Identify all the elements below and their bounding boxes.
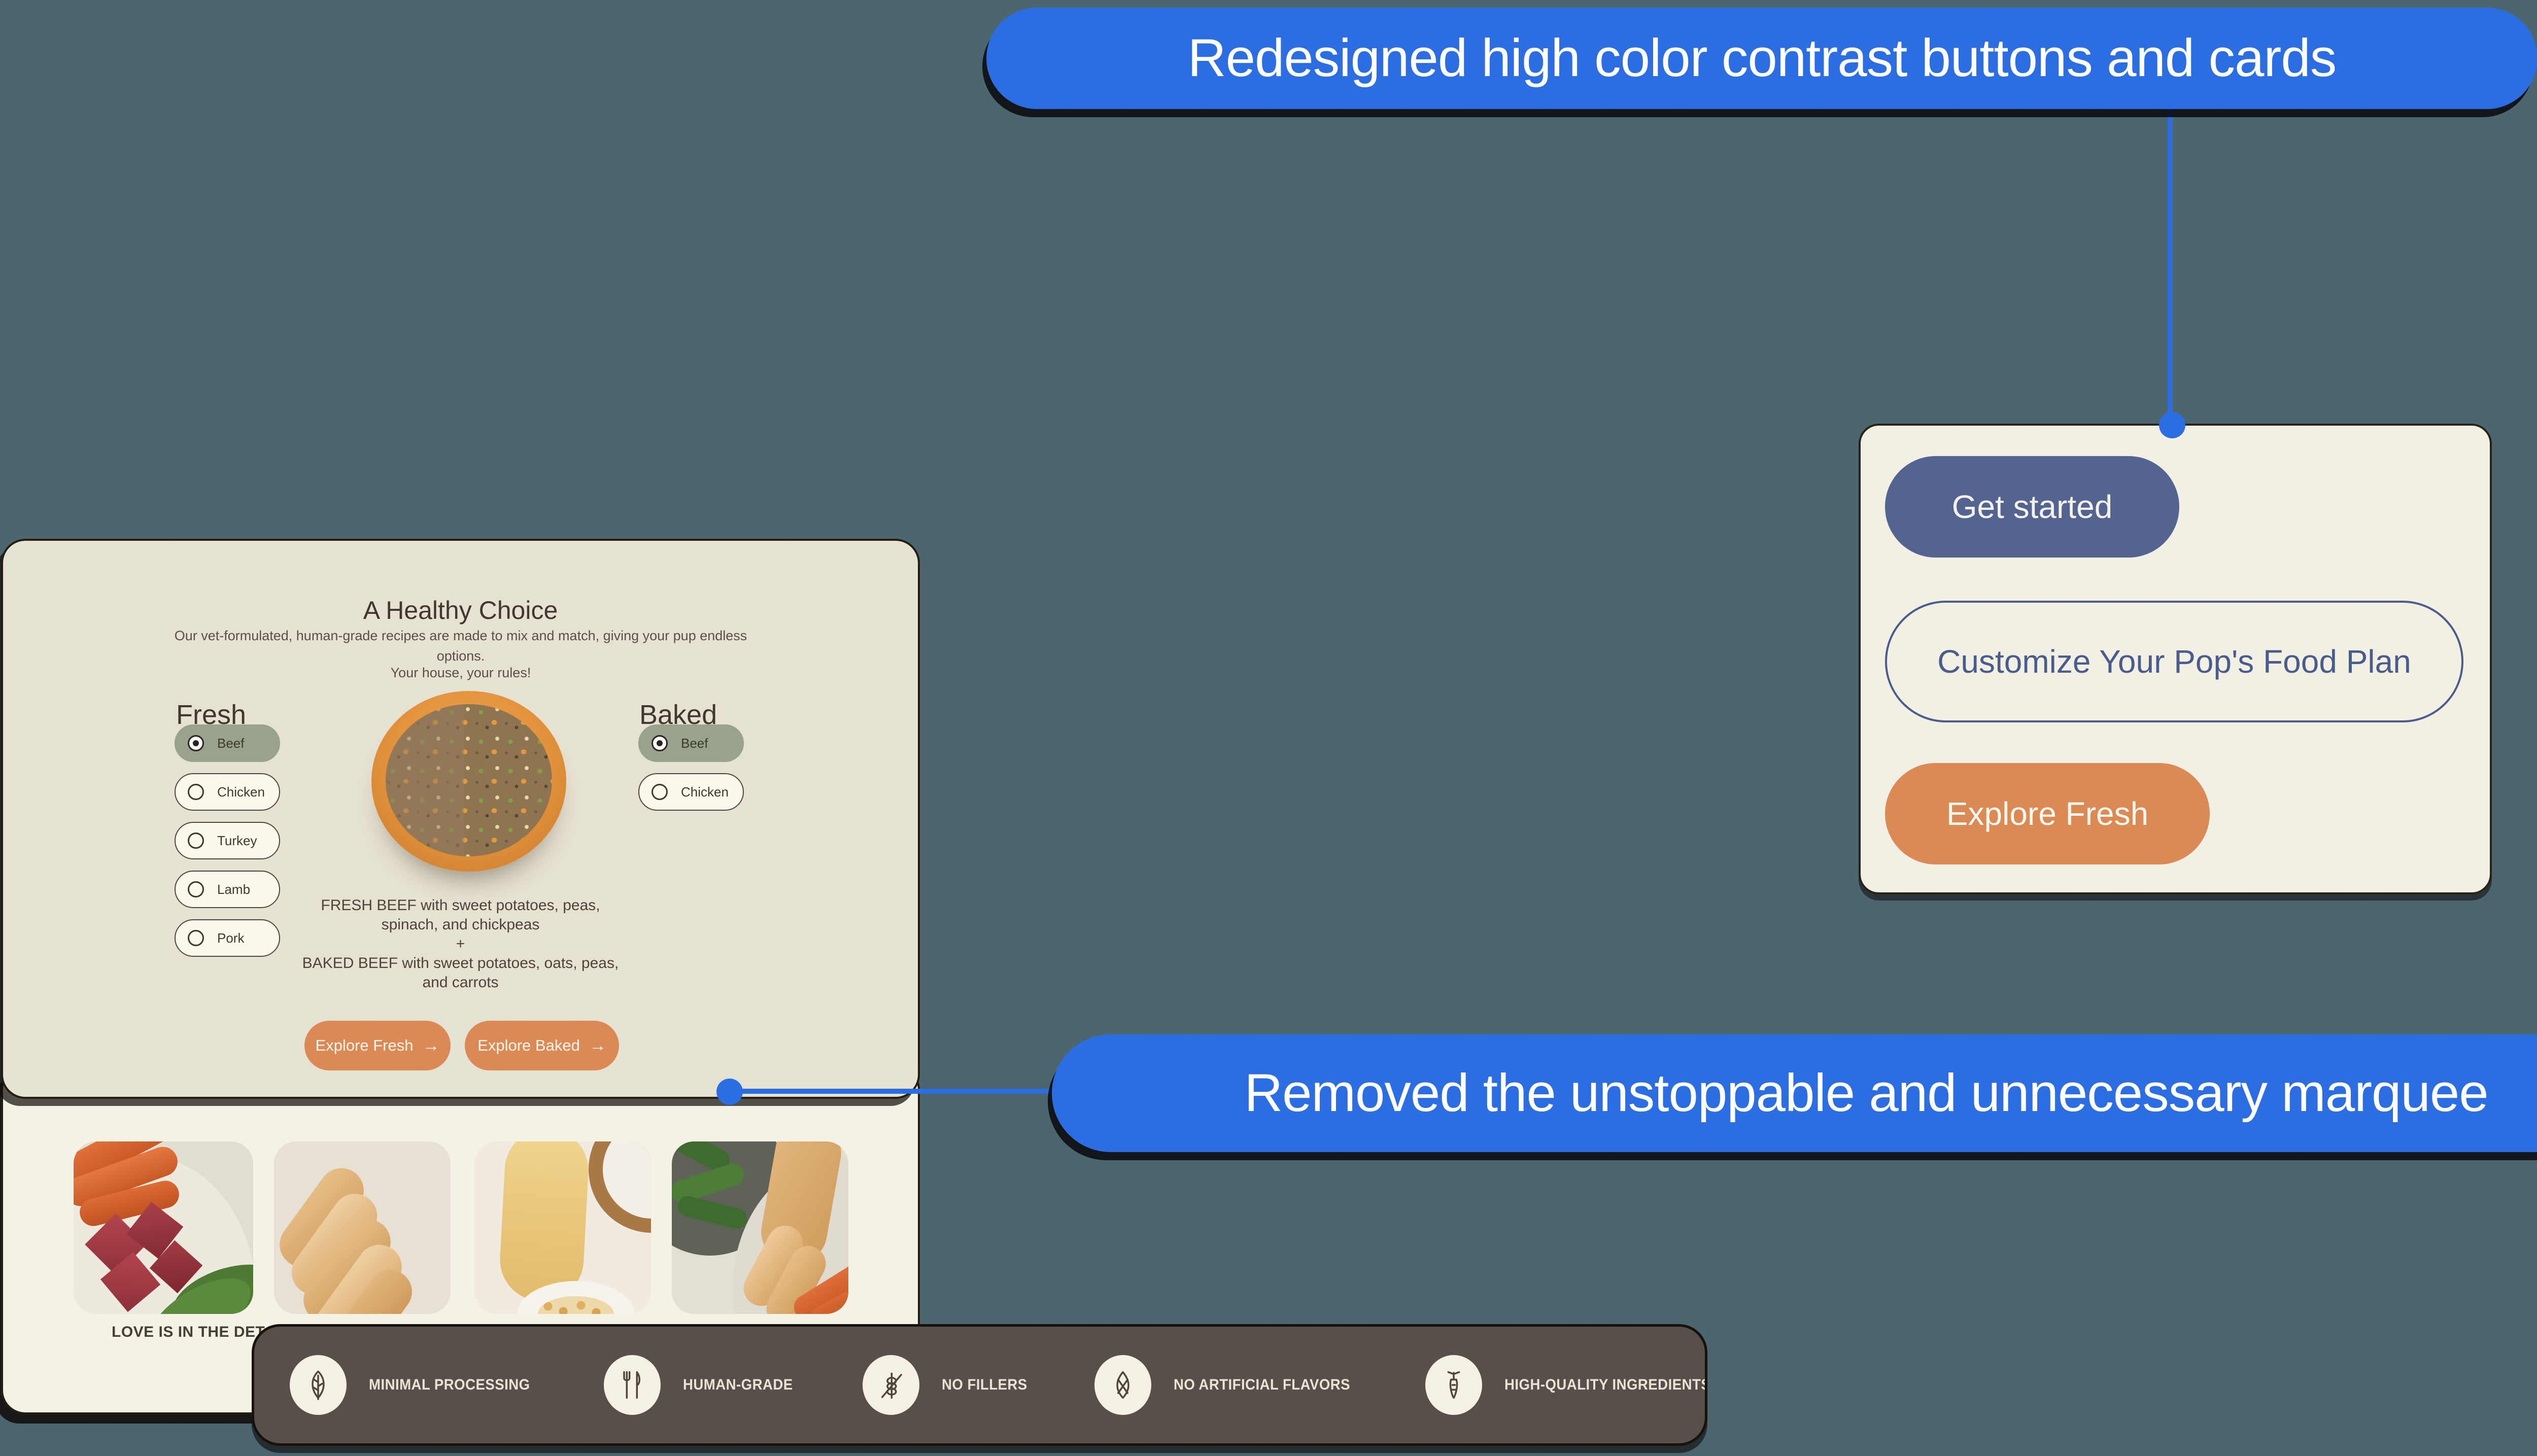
marquee-item: MINIMAL PROCESSING (290, 1355, 544, 1415)
cutlery-icon (604, 1355, 661, 1415)
connector-dot-cta (2159, 412, 2185, 438)
radio-option-fresh-turkey[interactable]: Turkey (175, 822, 280, 859)
radio-selected-icon (188, 735, 204, 751)
cta-buttons-card: Get started Customize Your Pop's Food Pl… (1859, 424, 2492, 894)
radio-icon (188, 930, 204, 946)
radio-option-fresh-lamb[interactable]: Lamb (175, 871, 280, 908)
connector-dot-marquee (716, 1079, 743, 1105)
egg-crossed-icon (1094, 1355, 1151, 1415)
marquee-item: HUMAN-GRADE (604, 1355, 802, 1415)
radio-selected-icon (652, 735, 668, 751)
ingredients-gallery-section: LOVE IS IN THE DETAILS (1, 1065, 920, 1414)
photo-squash-rice (474, 1141, 651, 1314)
marquee-item: NO ARTIFICIAL FLAVORS (1094, 1355, 1365, 1415)
radio-icon (188, 784, 204, 800)
benefits-marquee: MINIMAL PROCESSING HUMAN-GRADE NO FILLER… (252, 1324, 1707, 1446)
carrot-icon (1425, 1355, 1483, 1415)
radio-option-baked-beef[interactable]: Beef (638, 724, 744, 762)
radio-option-fresh-pork[interactable]: Pork (175, 919, 280, 957)
radio-icon (188, 833, 204, 849)
section-subtitle-line2: Your house, your rules! (390, 665, 531, 680)
photo-beef-carrots (74, 1141, 253, 1314)
marquee-item: NO FILLERS (862, 1355, 1035, 1415)
section-title: A Healthy Choice (363, 596, 558, 625)
explore-baked-button[interactable]: Explore Baked→ (465, 1021, 619, 1070)
radio-option-baked-chicken[interactable]: Chicken (638, 773, 744, 811)
bowl-food-texture (386, 704, 552, 856)
customize-food-plan-button[interactable]: Customize Your Pop's Food Plan (1885, 601, 2463, 722)
annotation-pill-buttons: Redesigned high color contrast buttons a… (986, 8, 2537, 109)
radio-option-fresh-beef[interactable]: Beef (175, 724, 280, 762)
connector-line-marquee (729, 1089, 1054, 1094)
radio-option-fresh-chicken[interactable]: Chicken (175, 773, 280, 811)
radio-icon (652, 784, 668, 800)
photo-chicken-slices (274, 1141, 451, 1314)
radio-icon (188, 881, 204, 897)
marquee-item: HIGH-QUALITY INGREDIENTS (1425, 1355, 1705, 1415)
recipe-description: FRESH BEEF with sweet potatoes, peas, sp… (302, 897, 619, 991)
explore-fresh-cta-button[interactable]: Explore Fresh (1885, 763, 2210, 864)
arrow-right-icon: → (589, 1036, 606, 1055)
get-started-button[interactable]: Get started (1885, 456, 2179, 558)
annotation-pill-marquee: Removed the unstoppable and unnecessary … (1052, 1034, 2537, 1152)
squash-shape (498, 1141, 591, 1304)
wheat-crossed-icon (862, 1355, 919, 1415)
arrow-right-icon: → (422, 1036, 440, 1055)
connector-line-cta (2168, 108, 2173, 425)
explore-fresh-button[interactable]: Explore Fresh→ (304, 1021, 451, 1070)
section-subtitle: Our vet-formulated, human-grade recipes … (174, 628, 747, 664)
photo-beans-chicken (672, 1141, 848, 1314)
healthy-choice-card: A Healthy Choice Our vet-formulated, hum… (1, 539, 920, 1099)
food-bowl-image (371, 691, 566, 872)
leaf-icon (290, 1355, 347, 1415)
